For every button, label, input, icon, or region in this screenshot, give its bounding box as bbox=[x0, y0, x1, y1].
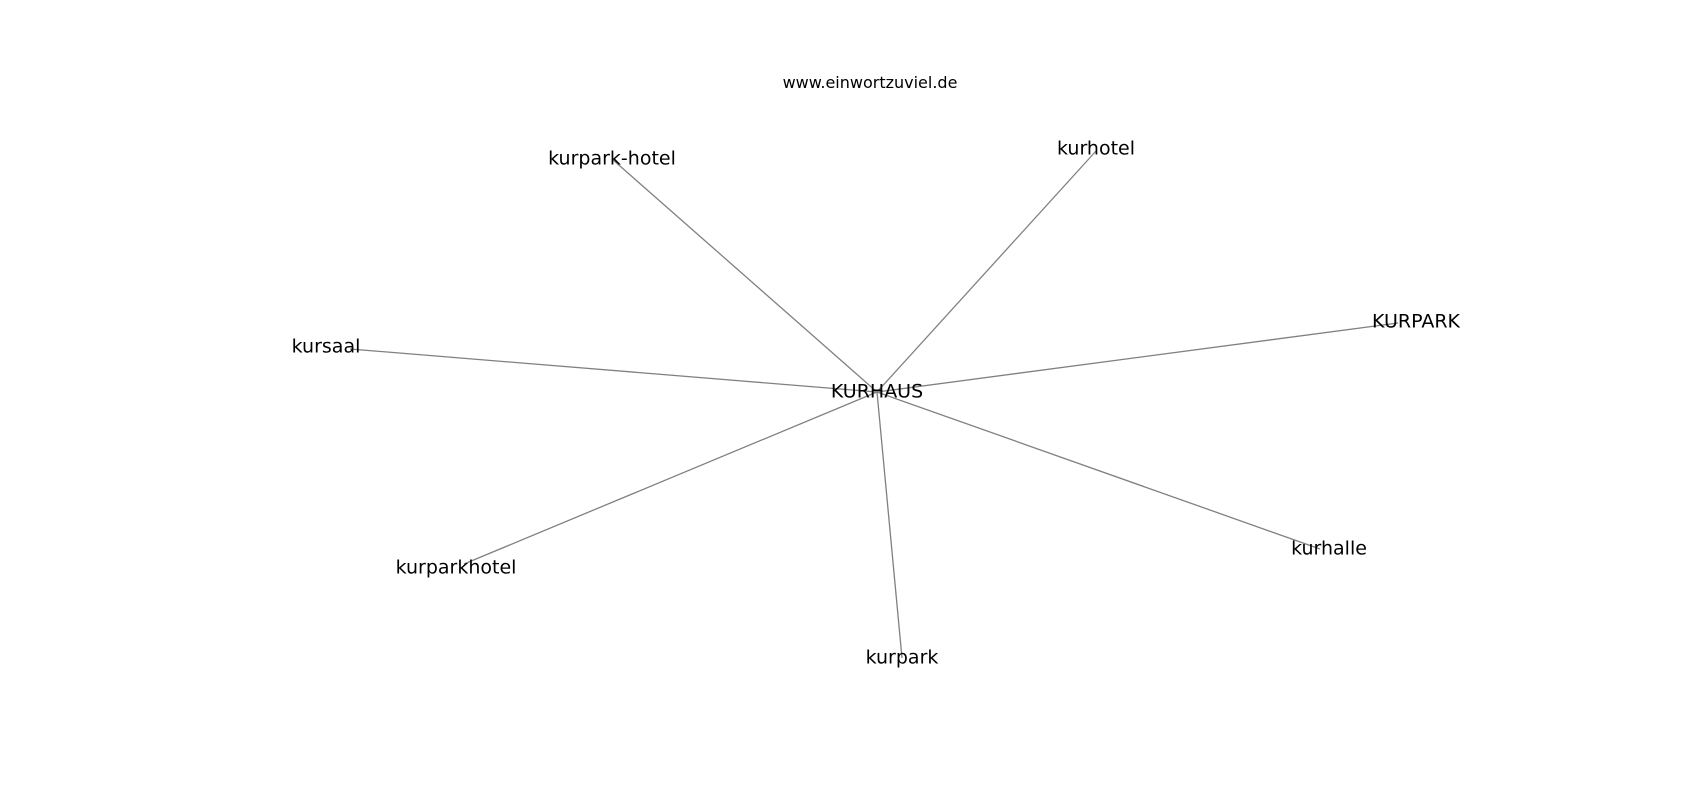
edge-kurhaus-kursaal bbox=[349, 348, 878, 393]
edge-group bbox=[349, 150, 1399, 659]
edge-kurhaus-kurpark bbox=[876, 322, 1399, 393]
node-label-kurhotel: kurhotel bbox=[1057, 138, 1135, 160]
edge-kurhaus-kurhotel bbox=[876, 150, 1097, 393]
node-label-kurhaus: KURHAUS bbox=[831, 381, 923, 403]
edge-kurhaus-kurhalle bbox=[876, 391, 1321, 550]
node-label-kursaal: kursaal bbox=[292, 336, 361, 358]
edge-kurhaus-kurpark-hotel bbox=[611, 158, 878, 393]
source-site-label: www.einwortzuviel.de bbox=[783, 73, 958, 92]
edge-kurhaus-kurparkhotel bbox=[463, 391, 878, 565]
node-label-kurpark: KURPARK bbox=[1372, 311, 1460, 333]
edge-kurhaus-kurpark bbox=[876, 391, 903, 659]
node-label-kurpark-hotel: kurpark-hotel bbox=[548, 148, 676, 170]
node-label-kurpark: kurpark bbox=[866, 647, 939, 669]
node-label-kurhalle: kurhalle bbox=[1291, 538, 1367, 560]
node-label-kurparkhotel: kurparkhotel bbox=[396, 557, 517, 579]
